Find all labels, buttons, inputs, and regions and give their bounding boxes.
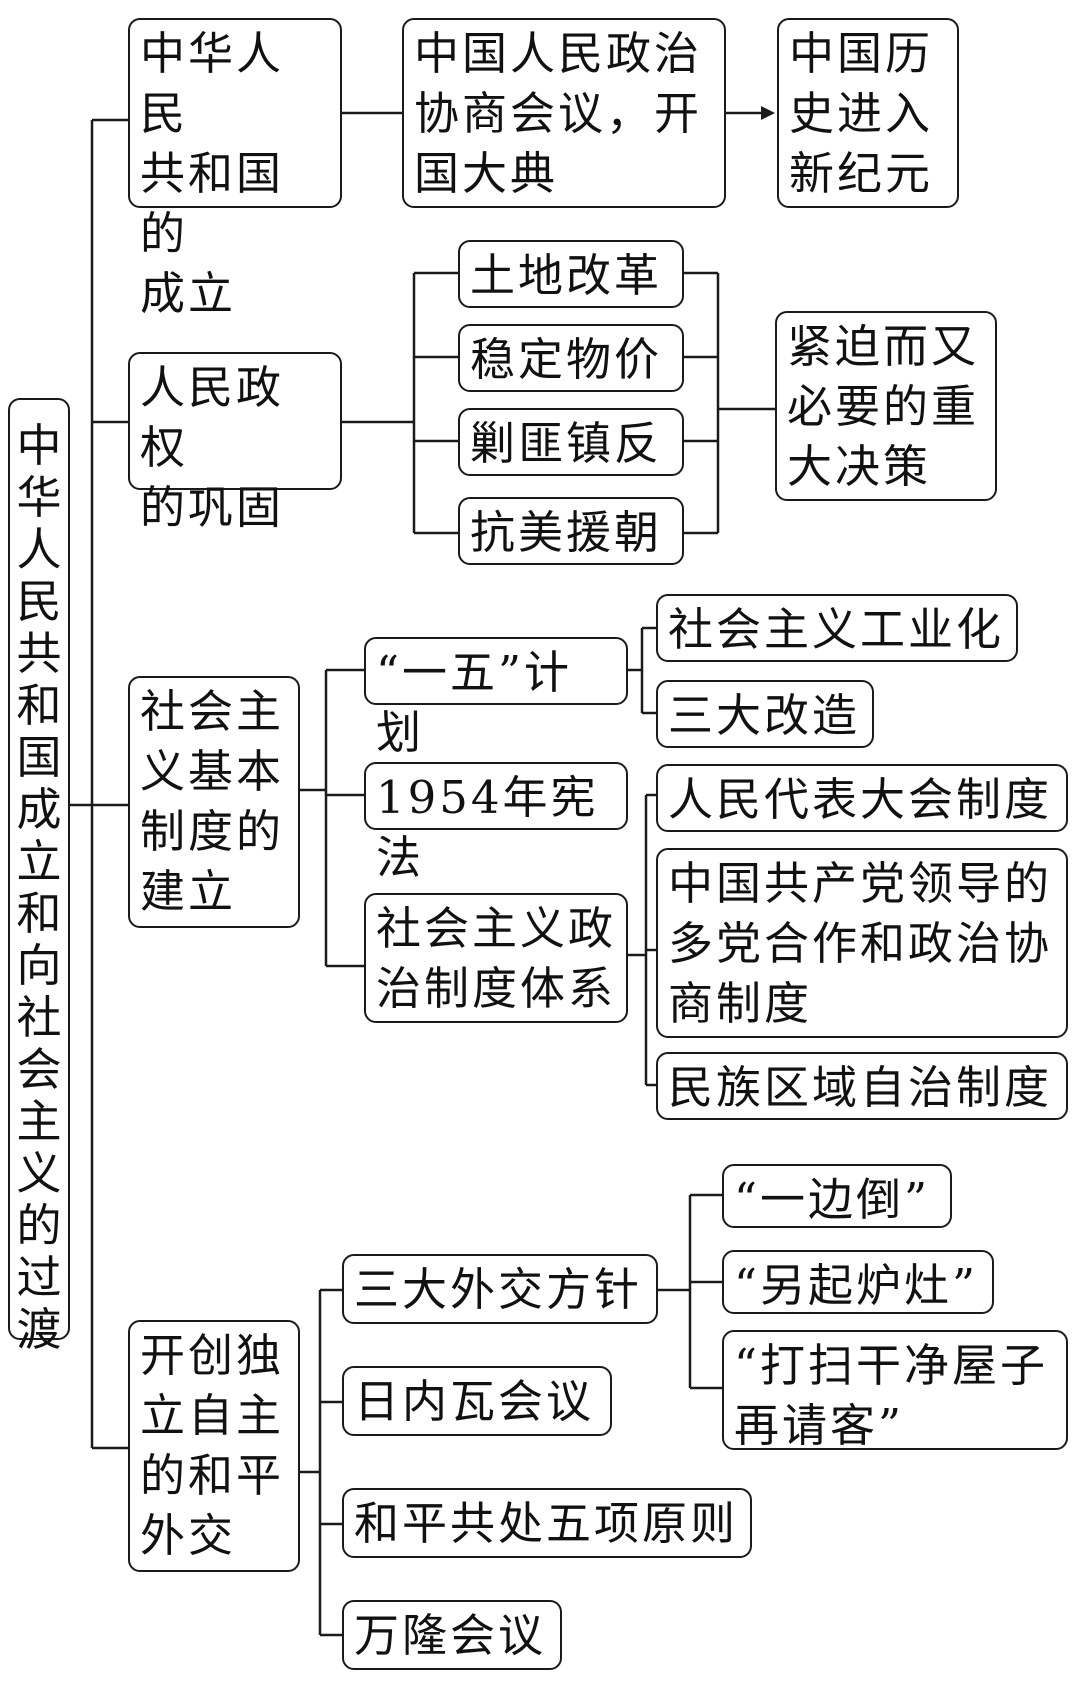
bandung-conference-node: 万隆会议 [342, 1600, 562, 1670]
lean-to-one-side-node: “一边倒” [722, 1164, 952, 1228]
branch-socialist-system: 社会主 义基本 制度的 建立 [128, 676, 300, 928]
branch-peaceful-diplomacy: 开创独 立自主 的和平 外交 [128, 1320, 300, 1572]
regional-autonomy-node: 民族区域自治制度 [656, 1052, 1068, 1120]
political-system-node: 社会主义政 治制度体系 [364, 893, 628, 1023]
land-reform-node: 土地改革 [458, 240, 684, 308]
resist-us-aid-korea-node: 抗美援朝 [458, 497, 684, 565]
stabilize-prices-node: 稳定物价 [458, 324, 684, 392]
five-principles-node: 和平共处五项原则 [342, 1488, 752, 1558]
branch-founding: 中华人民 共和国的 成立 [128, 18, 342, 320]
clean-house-node: “打扫干净屋子 再请客” [722, 1330, 1068, 1452]
three-policies-node: 三大外交方针 [342, 1254, 658, 1324]
root-topic-text: 中华人民共和国成立和向社会主义的过渡 [16, 419, 62, 1356]
root-topic: 中华人民共和国成立和向社会主义的过渡 [8, 398, 70, 1356]
first-five-year-plan-node: “一五”计划 [364, 637, 628, 759]
branch-consolidation: 人民政权 的巩固 [128, 352, 342, 534]
peoples-congress-node: 人民代表大会制度 [656, 764, 1068, 832]
urgent-decision-node: 紧迫而又 必要的重 大决策 [775, 311, 997, 501]
start-anew-node: “另起炉灶” [722, 1250, 994, 1314]
industrialization-node: 社会主义工业化 [656, 594, 1018, 662]
geneva-conference-node: 日内瓦会议 [342, 1366, 612, 1436]
suppress-bandits-node: 剿匪镇反 [458, 408, 684, 476]
cppcc-ceremony-node: 中国人民政治 协商会议，开 国大典 [402, 18, 726, 208]
three-transformations-node: 三大改造 [656, 680, 874, 748]
multiparty-cooperation-node: 中国共产党领导的 多党合作和政治协 商制度 [656, 848, 1068, 1038]
constitution-1954-node: 1954年宪法 [364, 762, 628, 884]
new-era-node: 中国历 史进入 新纪元 [777, 18, 959, 208]
